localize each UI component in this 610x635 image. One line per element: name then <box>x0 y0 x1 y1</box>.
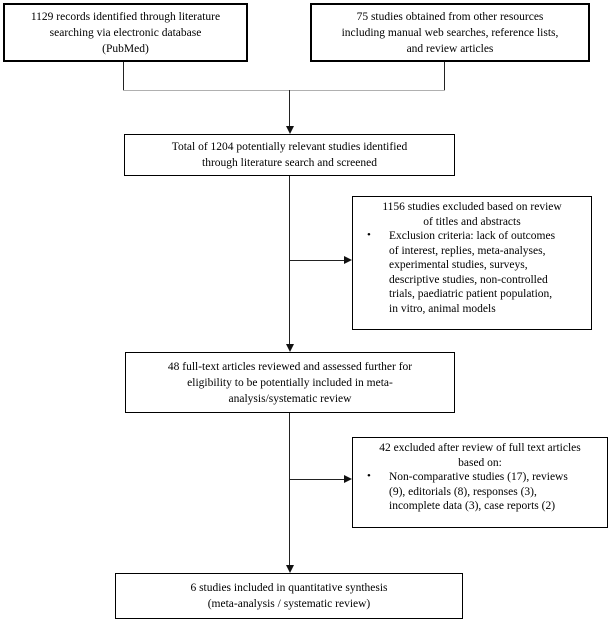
box-excluded-fulltext-review-heading: 42 excluded after review of full text ar… <box>379 442 581 469</box>
arrowhead-into-fulltext-box <box>286 344 294 352</box>
connector-branch-excluded-screening-line <box>290 260 345 261</box>
box-records-identified-database: 1129 records identified through literatu… <box>3 3 248 62</box>
bullet-icon: • <box>367 229 371 241</box>
connector-database-down-line <box>123 62 124 90</box>
box-studies-other-resources-text: 75 studies obtained from other resources… <box>341 10 559 55</box>
excluded-titles-abstracts-bullet-item: • Exclusion criteria: lack of outcomes o… <box>357 229 587 316</box>
box-fulltext-reviewed: 48 full-text articles reviewed and asses… <box>125 352 455 413</box>
connector-merge-line <box>123 90 445 91</box>
arrowhead-into-included-box <box>286 565 294 573</box>
excluded-fulltext-bullet-item: • Non-comparative studies (17), reviews … <box>357 470 603 514</box>
box-included-quantitative-synthesis: 6 studies included in quantitative synth… <box>115 573 463 619</box>
box-studies-other-resources: 75 studies obtained from other resources… <box>310 3 590 62</box>
box-fulltext-reviewed-text: 48 full-text articles reviewed and asses… <box>167 360 413 405</box>
connector-fulltext-to-included-line <box>289 413 290 565</box>
excluded-fulltext-bullet-text: Non-comparative studies (17), reviews (9… <box>389 471 568 512</box>
connector-other-down-line <box>444 62 445 90</box>
arrowhead-into-total-box <box>286 126 294 134</box>
box-records-identified-database-text: 1129 records identified through literatu… <box>30 10 221 55</box>
connector-total-to-fulltext-line <box>289 176 290 345</box>
box-total-screened-text: Total of 1204 potentially relevant studi… <box>171 141 408 169</box>
box-excluded-titles-abstracts-heading: 1156 studies excluded based on review of… <box>382 201 562 228</box>
box-excluded-fulltext-review: 42 excluded after review of full text ar… <box>352 437 608 528</box>
box-excluded-titles-abstracts: 1156 studies excluded based on review of… <box>352 196 592 330</box>
box-included-quantitative-synthesis-text: 6 studies included in quantitative synth… <box>190 582 388 610</box>
arrowhead-into-excluded-screening-box <box>344 256 352 264</box>
excluded-titles-abstracts-bullet-text: Exclusion criteria: lack of outcomes of … <box>389 230 556 315</box>
box-total-screened: Total of 1204 potentially relevant studi… <box>124 134 455 176</box>
connector-merge-to-total-line <box>289 90 290 127</box>
bullet-icon: • <box>367 470 371 482</box>
arrowhead-into-excluded-fulltext-box <box>344 475 352 483</box>
connector-branch-excluded-fulltext-line <box>290 479 345 480</box>
